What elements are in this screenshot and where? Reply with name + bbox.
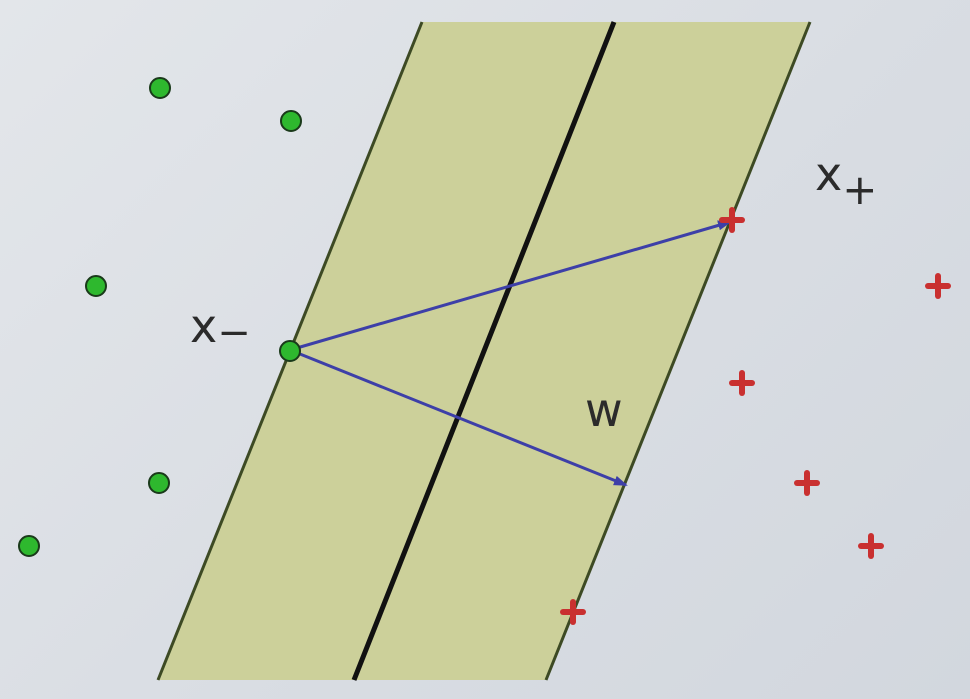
positive-point (858, 533, 884, 559)
negative-point (148, 472, 170, 494)
support-vector-positive (719, 207, 745, 233)
negative-point (18, 535, 40, 557)
support-vector-negative (279, 340, 301, 362)
decision-boundary-line (351, 21, 617, 681)
x-minus-label: x− (190, 299, 251, 356)
positive-point (925, 273, 951, 299)
x-plus-label: x+ (815, 147, 877, 214)
positive-point (729, 370, 755, 396)
positive-margin-line (544, 21, 812, 681)
positive-point (794, 470, 820, 496)
negative-point (149, 77, 171, 99)
w-label: w (585, 383, 623, 437)
support-vector-positive (560, 599, 586, 625)
vector-w (289, 348, 628, 487)
vector-x-minus-to-x-plus (289, 220, 732, 352)
negative-points (18, 77, 302, 557)
positive-points (560, 207, 951, 625)
negative-point (85, 275, 107, 297)
negative-point (280, 110, 302, 132)
